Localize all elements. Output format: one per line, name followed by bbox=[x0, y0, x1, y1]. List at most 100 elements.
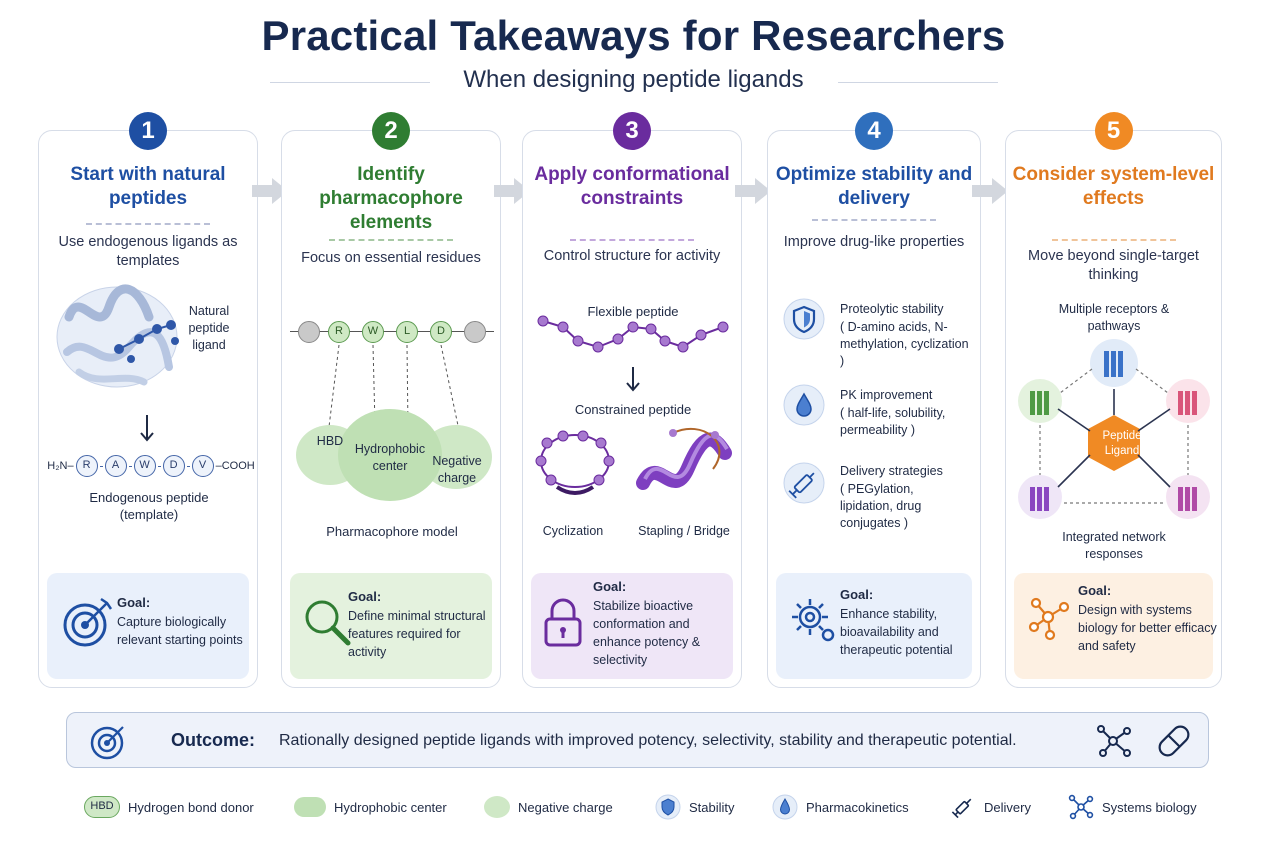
step-card-2: 2 Identify pharmacophore elements Focus … bbox=[281, 112, 501, 688]
capsule-icon bbox=[1158, 725, 1190, 757]
goal-label: Goal: bbox=[117, 595, 151, 610]
residue-node: R bbox=[328, 321, 350, 343]
pharmacophore-model-caption: Pharmacophore model bbox=[326, 524, 458, 539]
subtitle-rule-left bbox=[270, 82, 430, 83]
legend-item-negative: Negative charge bbox=[484, 796, 613, 818]
divider bbox=[86, 223, 210, 225]
legend-item-hydrophobic: Hydrophobic center bbox=[294, 796, 447, 818]
legend-label: Delivery bbox=[984, 799, 1031, 815]
negative-charge-swatch bbox=[484, 796, 510, 818]
residue-node: L bbox=[396, 321, 418, 343]
negative-charge-label: Negative charge bbox=[432, 454, 482, 485]
legend-item-systems: Systems biology bbox=[1068, 794, 1197, 820]
target-icon bbox=[90, 726, 124, 760]
legend-label: Hydrogen bond donor bbox=[128, 799, 254, 815]
multiple-receptors-label: Multiple receptors & pathways bbox=[1058, 302, 1170, 333]
step-number-badge: 5 bbox=[1094, 112, 1133, 150]
step-arrow-icon bbox=[252, 178, 288, 204]
constrained-peptide-label: Constrained peptide bbox=[574, 402, 692, 417]
legend-item-delivery: Delivery bbox=[950, 796, 1031, 819]
step-subtitle: Use endogenous ligands as templates bbox=[58, 234, 238, 269]
step-arrow-icon bbox=[972, 178, 1008, 204]
step-number-badge: 4 bbox=[855, 112, 893, 150]
stapling-bridge-label: Stapling / Bridge bbox=[638, 524, 730, 538]
outcome-label: Outcome: bbox=[171, 730, 256, 750]
flexible-peptide-label: Flexible peptide bbox=[587, 304, 679, 319]
residue-node: R bbox=[75, 455, 98, 477]
lock-icon bbox=[544, 598, 582, 647]
goal-label: Goal: bbox=[1078, 583, 1112, 598]
step-number-badge: 2 bbox=[372, 112, 410, 150]
residue-node: A bbox=[104, 455, 127, 477]
hbd-badge: HBD bbox=[84, 796, 120, 818]
legend-item-stability: Stability bbox=[655, 794, 735, 820]
step-title: Apply conformational constraints bbox=[534, 164, 730, 209]
molecule-network-icon bbox=[1068, 794, 1094, 820]
step-title: Consider system-level effects bbox=[1012, 164, 1215, 209]
residue-node: D bbox=[430, 321, 452, 343]
droplet-icon bbox=[783, 384, 825, 426]
residue-node: V bbox=[191, 455, 214, 477]
protein-structure-illustration bbox=[56, 284, 179, 388]
down-arrow-icon bbox=[140, 415, 154, 442]
goal-text: Stabilize bioactive conformation and enh… bbox=[593, 599, 701, 667]
goal-text: Design with systems biology for better e… bbox=[1078, 603, 1217, 653]
goal-box: Goal: Enhance stability, bioavailability… bbox=[776, 573, 972, 679]
goal-text: Capture biologically relevant starting p… bbox=[117, 615, 243, 647]
step-title: Optimize stability and delivery bbox=[775, 164, 973, 209]
goal-label: Goal: bbox=[593, 579, 627, 594]
pharmacophore-model-illustration bbox=[296, 345, 492, 501]
goal-box: Goal: Stabilize bioactive conformation a… bbox=[531, 573, 733, 679]
pharmacophore-sequence: R W L D bbox=[290, 321, 494, 343]
legend-item-pk: Pharmacokinetics bbox=[772, 794, 909, 820]
divider bbox=[329, 239, 453, 241]
natural-ligand-label: Natural peptide ligand bbox=[188, 304, 230, 352]
hydrophobic-swatch bbox=[294, 797, 326, 817]
step-subtitle: Move beyond single-target thinking bbox=[1028, 248, 1199, 283]
step-subtitle: Focus on essential residues bbox=[301, 250, 481, 266]
droplet-icon bbox=[772, 794, 798, 820]
divider bbox=[570, 239, 694, 241]
legend-label: Systems biology bbox=[1102, 799, 1197, 815]
shield-icon bbox=[783, 298, 825, 340]
residue-node: W bbox=[362, 321, 384, 343]
shield-icon bbox=[655, 794, 681, 820]
page-title: Practical Takeaways for Researchers bbox=[261, 12, 1006, 59]
legend-label: Negative charge bbox=[518, 799, 613, 815]
goal-box: Goal: Design with systems biology for be… bbox=[1014, 573, 1217, 679]
cyclization-label: Cyclization bbox=[542, 524, 604, 538]
step-number-badge: 3 bbox=[613, 112, 651, 150]
page-subtitle: When designing peptide ligands bbox=[463, 66, 804, 93]
divider bbox=[812, 219, 936, 221]
delivery-strategies-detail: ( PEGylation, lipidation, drug conjugate… bbox=[840, 482, 922, 530]
cyclization-ring-illustration bbox=[535, 430, 615, 495]
endogenous-peptide-caption: Endogenous peptide (template) bbox=[89, 490, 209, 522]
goal-text: Enhance stability, bioavailability and t… bbox=[840, 607, 953, 657]
step-card-4: 4 Optimize stability and delivery Improv… bbox=[767, 112, 981, 688]
goal-text: Define minimal structural features requi… bbox=[348, 609, 486, 659]
delivery-strategies-heading: Delivery strategies bbox=[840, 464, 943, 478]
step-number-badge: 1 bbox=[129, 112, 167, 150]
step-title: Identify pharmacophore elements bbox=[319, 164, 463, 233]
legend-label: Pharmacokinetics bbox=[806, 799, 909, 815]
step-arrow-icon bbox=[494, 178, 530, 204]
step-subtitle: Improve drug-like properties bbox=[783, 234, 965, 250]
residue-node: W bbox=[133, 455, 156, 477]
hbd-label: HBD bbox=[316, 434, 344, 448]
step-card-5: 5 Consider system-level effects Move bey… bbox=[1005, 112, 1222, 688]
legend-label: Hydrophobic center bbox=[334, 799, 447, 815]
network-responses-label: Integrated network responses bbox=[1062, 530, 1166, 561]
proteolytic-stability-detail: ( D-amino acids, N-methylation, cyclizat… bbox=[840, 320, 969, 368]
flexible-peptide-chain bbox=[537, 315, 729, 353]
peptide-ligand-label: Peptide Ligand bbox=[1102, 430, 1142, 457]
gear-icon bbox=[792, 599, 835, 642]
outcome-text: Rationally designed peptide ligands with… bbox=[279, 732, 1017, 749]
goal-label: Goal: bbox=[840, 587, 874, 602]
endogenous-peptide-sequence: H₂N– R A W D V –COOH bbox=[45, 455, 257, 477]
magnifier-icon bbox=[305, 600, 351, 646]
divider bbox=[1051, 239, 1176, 241]
molecule-network-icon bbox=[1097, 725, 1131, 757]
stapled-helix-illustration bbox=[636, 427, 732, 490]
hydrophobic-center-label: Hydrophobic center bbox=[354, 442, 426, 473]
systems-network-illustration bbox=[1018, 339, 1210, 519]
